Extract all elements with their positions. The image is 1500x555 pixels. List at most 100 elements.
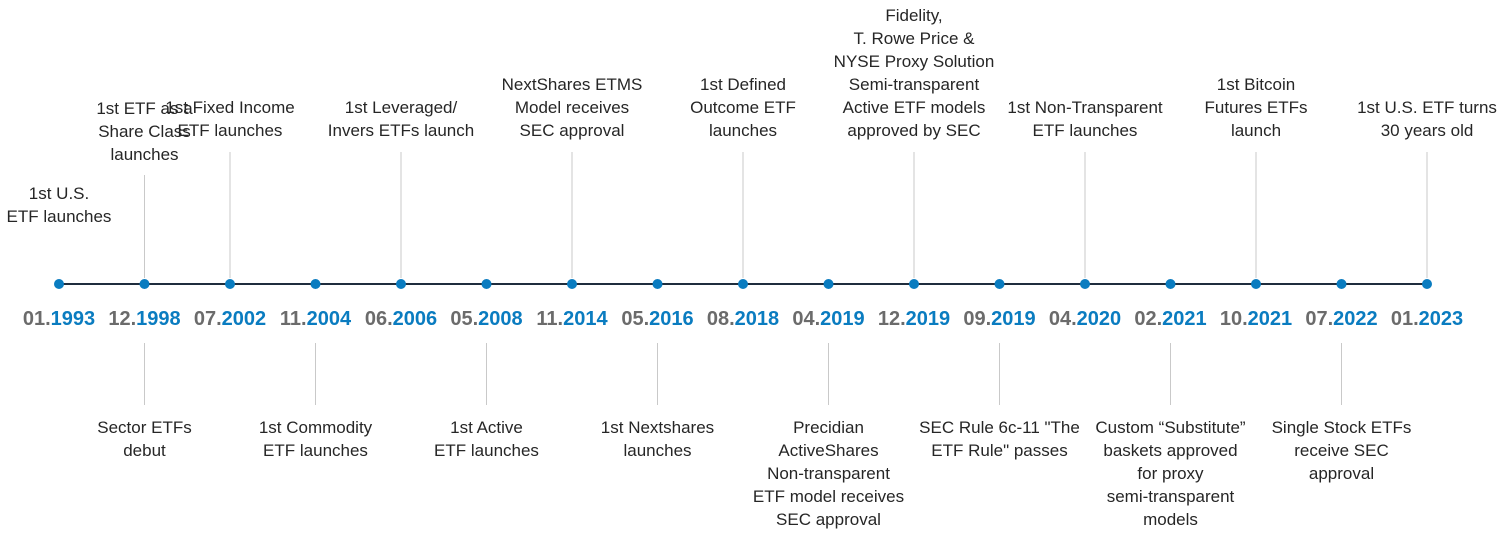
- timeline-markers: [54, 279, 1432, 289]
- timeline-dot: [1080, 279, 1090, 289]
- event-label-line: baskets approved: [1103, 441, 1237, 460]
- event-label-line: 1st Non-Transparent: [1007, 98, 1163, 117]
- date-label: 07.2022: [1305, 308, 1377, 330]
- date-year: 2016: [649, 308, 694, 330]
- date-month: 01.: [23, 308, 51, 330]
- date-month: 10.: [1220, 308, 1248, 330]
- date-year: 2018: [735, 308, 780, 330]
- timeline-dot: [481, 279, 492, 289]
- date-label: 06.2006: [365, 308, 437, 330]
- event-label-line: Outcome ETF: [690, 98, 796, 117]
- date-month: 11.: [280, 308, 307, 330]
- date-label: 01.2023: [1391, 308, 1463, 330]
- timeline-dot: [396, 279, 406, 289]
- date-year: 2014: [563, 308, 608, 330]
- timeline-dot: [567, 279, 577, 289]
- event-label: Sector ETFs debut: [97, 418, 191, 460]
- timeline-dot: [1422, 279, 1432, 289]
- timeline-dot: [139, 279, 150, 289]
- date-month: 05.: [621, 308, 649, 330]
- date-year: 2019: [991, 308, 1036, 330]
- date-month: 09.: [963, 308, 991, 330]
- event-label-line: debut: [123, 441, 166, 460]
- event-label-line: ETF model receives: [753, 487, 904, 506]
- event-label-line: receive SEC: [1294, 441, 1388, 460]
- event-label-line: 1st Nextshares: [601, 418, 714, 437]
- date-year: 2006: [393, 308, 438, 330]
- event-label-line: Precidian: [793, 418, 864, 437]
- date-year: 2004: [307, 308, 352, 330]
- timeline-dot: [652, 279, 663, 289]
- timeline-dot: [225, 279, 235, 289]
- date-label: 07.2002: [194, 308, 266, 330]
- event-label-line: ETF launches: [263, 441, 368, 460]
- date-label: 05.2016: [621, 308, 693, 330]
- event-label: 1st U.S. ETF turns 30 years old: [1357, 98, 1497, 140]
- event-label-line: SEC approval: [776, 510, 881, 529]
- event-label-line: 1st Leveraged/: [345, 98, 458, 117]
- event-label-line: Share Class: [98, 122, 191, 141]
- event-label-line: 30 years old: [1381, 121, 1474, 140]
- date-label: 04.2019: [792, 308, 864, 330]
- date-month: 07.: [194, 308, 222, 330]
- date-year: 2020: [1077, 308, 1122, 330]
- event-label-line: Custom “Substitute”: [1095, 418, 1246, 437]
- event-label-line: Sector ETFs: [97, 418, 191, 437]
- event-label-line: semi-transparent: [1107, 487, 1235, 506]
- timeline-dot: [994, 279, 1005, 289]
- event-label-line: Active ETF models: [843, 98, 986, 117]
- date-month: 08.: [707, 308, 735, 330]
- connector-lines: [144, 152, 1428, 405]
- event-label-line: ETF launches: [434, 441, 539, 460]
- date-year: 2021: [1248, 308, 1293, 330]
- event-label-line: NextShares ETMS: [502, 75, 643, 94]
- timeline-dot: [909, 279, 919, 289]
- event-label-line: T. Rowe Price &: [854, 29, 976, 48]
- timeline-dot: [1336, 279, 1347, 289]
- date-label: 08.2018: [707, 308, 779, 330]
- timeline-dot: [310, 279, 321, 289]
- event-label: 1st U.S. ETF launches: [7, 184, 112, 226]
- event-label-line: ETF launches: [7, 207, 112, 226]
- event-label-line: approval: [1309, 464, 1374, 483]
- event-label-line: Single Stock ETFs: [1272, 418, 1412, 437]
- date-year: 2008: [478, 308, 523, 330]
- date-year: 2002: [222, 308, 267, 330]
- date-year: 2023: [1419, 308, 1464, 330]
- date-label: 11.2004: [280, 308, 352, 330]
- event-label-line: 1st U.S. ETF turns: [1357, 98, 1497, 117]
- timeline-dot: [823, 279, 834, 289]
- date-year: 2019: [906, 308, 951, 330]
- event-label-line: 1st Commodity: [259, 418, 373, 437]
- date-label: 12.2019: [878, 308, 950, 330]
- event-label-line: 1st U.S.: [29, 184, 89, 203]
- date-month: 06.: [365, 308, 393, 330]
- event-label-line: NYSE Proxy Solution: [834, 52, 995, 71]
- date-label: 04.2020: [1049, 308, 1121, 330]
- event-label-line: 1st Defined: [700, 75, 786, 94]
- date-year: 2019: [820, 308, 865, 330]
- date-label: 10.2021: [1220, 308, 1292, 330]
- date-month: 12.: [108, 308, 136, 330]
- event-label-line: SEC Rule 6c-11 "The: [919, 418, 1080, 437]
- date-month: 04.: [792, 308, 820, 330]
- event-label-line: ETF Rule" passes: [931, 441, 1067, 460]
- event-label: Fidelity,T. Rowe Price &NYSE Proxy Solut…: [834, 6, 995, 140]
- timeline-dot: [738, 279, 748, 289]
- date-label: 12.1998: [108, 308, 180, 330]
- event-label-line: Non-transparent: [767, 464, 890, 483]
- date-month: 01.: [1391, 308, 1419, 330]
- event-label-line: models: [1143, 510, 1198, 529]
